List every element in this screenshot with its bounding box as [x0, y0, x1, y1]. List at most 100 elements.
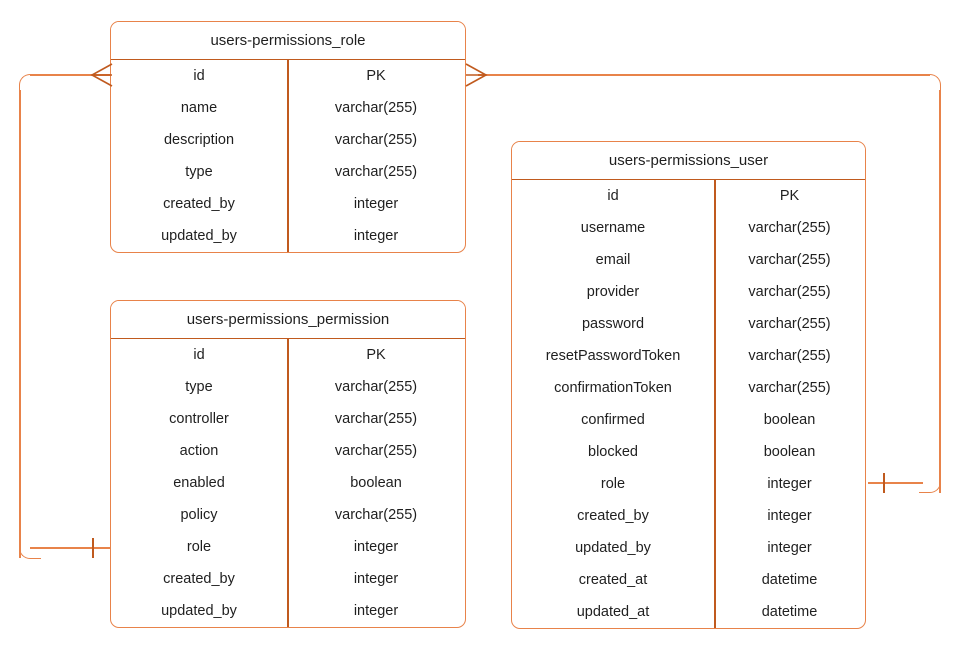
relationship-user-role-segment-top — [478, 74, 930, 76]
table-row: created_at datetime — [512, 564, 865, 596]
table-row: enabled boolean — [111, 467, 465, 499]
field-name-cell: provider — [586, 284, 640, 300]
field-name-cell: role — [600, 476, 626, 492]
table-row: action varchar(255) — [111, 435, 465, 467]
relationship-permission-role-corner-bottomleft — [19, 537, 41, 559]
field-name-cell: created_by — [577, 508, 649, 524]
field-type-cell: boolean — [350, 475, 402, 491]
table-body-user: id PK username varchar(255) email varchar(255… — [512, 180, 865, 628]
field-name-cell: description — [163, 132, 235, 148]
field-type-cell: integer — [353, 539, 399, 555]
field-type-cell: varchar(255) — [334, 411, 418, 427]
relationship-user-role-one-marker — [883, 473, 885, 493]
field-name-cell: password — [581, 316, 645, 332]
field-name-cell: created_by — [163, 196, 235, 212]
field-name-cell: email — [595, 252, 631, 268]
field-name-cell: policy — [180, 507, 218, 523]
field-type-cell: integer — [767, 508, 812, 524]
column-divider-role — [287, 60, 289, 252]
field-name-cell: created_by — [163, 571, 235, 587]
table-row: policy varchar(255) — [111, 499, 465, 531]
field-name-cell: resetPasswordToken — [545, 348, 681, 364]
column-divider-user — [714, 180, 716, 628]
table-row: role integer — [512, 468, 865, 500]
field-type-cell: varchar(255) — [334, 132, 418, 148]
entity-table-users-permissions-user[interactable]: users-permissions_user id PK username varch… — [511, 141, 866, 629]
field-name-cell: updated_by — [575, 540, 651, 556]
field-name-cell: controller — [169, 411, 229, 427]
field-type-cell: varchar(255) — [748, 316, 831, 332]
column-divider-permission — [287, 339, 289, 627]
field-type-cell: boolean — [763, 412, 816, 428]
table-row: updated_by integer — [512, 532, 865, 564]
field-name-cell: action — [179, 443, 219, 459]
table-row: type varchar(255) — [111, 371, 465, 403]
field-type-cell: integer — [353, 196, 399, 212]
table-row: blocked boolean — [512, 436, 865, 468]
relationship-user-role-many-marker — [465, 63, 488, 87]
field-type-cell: varchar(255) — [334, 100, 418, 116]
field-type-cell: PK — [366, 68, 386, 84]
table-row: email varchar(255) — [512, 244, 865, 276]
field-name-cell: confirmed — [581, 412, 645, 428]
relationship-permission-role-segment-bottom — [30, 547, 112, 549]
table-row: username varchar(255) — [512, 212, 865, 244]
relationship-user-role-segment-bottom — [868, 482, 923, 484]
field-name-cell: updated_by — [161, 228, 237, 244]
relationship-permission-role-many-marker — [90, 63, 113, 87]
relationship-permission-role-corner-topleft — [19, 74, 41, 96]
field-type-cell: varchar(255) — [334, 164, 418, 180]
table-row: id PK — [111, 60, 465, 92]
relationship-permission-role-segment-top — [30, 74, 112, 76]
relationship-permission-role-one-marker — [92, 538, 94, 558]
field-type-cell: integer — [353, 228, 399, 244]
field-type-cell: integer — [353, 571, 399, 587]
field-type-cell: varchar(255) — [748, 348, 831, 364]
field-name-cell: updated_at — [576, 604, 650, 620]
relationship-user-role-corner-topright — [919, 74, 941, 96]
field-type-cell: varchar(255) — [748, 284, 831, 300]
table-row: created_by integer — [512, 500, 865, 532]
field-name-cell: type — [185, 379, 213, 395]
table-row: updated_by integer — [111, 220, 465, 252]
table-title-user: users-permissions_user — [512, 142, 865, 180]
field-type-cell: varchar(255) — [748, 380, 831, 396]
table-row: id PK — [512, 180, 865, 212]
field-name-cell: id — [607, 188, 619, 204]
field-name-cell: id — [193, 347, 205, 363]
field-type-cell: varchar(255) — [334, 443, 418, 459]
field-type-cell: datetime — [761, 572, 818, 588]
field-type-cell: datetime — [761, 604, 818, 620]
field-name-cell: blocked — [588, 444, 638, 460]
field-name-cell: username — [580, 220, 646, 236]
field-type-cell: integer — [353, 603, 399, 619]
field-name-cell: enabled — [173, 475, 225, 491]
field-name-cell: id — [193, 68, 205, 84]
field-type-cell: integer — [767, 476, 812, 492]
table-title-role: users-permissions_role — [111, 22, 465, 60]
field-type-cell: varchar(255) — [334, 507, 418, 523]
field-type-cell: integer — [767, 540, 812, 556]
field-type-cell: boolean — [763, 444, 816, 460]
field-type-cell: PK — [779, 188, 800, 204]
table-row: password varchar(255) — [512, 308, 865, 340]
relationship-permission-role-segment-left — [19, 90, 21, 558]
relationship-user-role-corner-bottomright — [919, 471, 941, 493]
field-type-cell: varchar(255) — [748, 252, 831, 268]
field-type-cell: varchar(255) — [748, 220, 831, 236]
relationship-user-role-segment-right — [939, 90, 941, 493]
table-row: updated_at datetime — [512, 596, 865, 628]
field-name-cell: created_at — [578, 572, 648, 588]
field-type-cell: varchar(255) — [334, 379, 418, 395]
